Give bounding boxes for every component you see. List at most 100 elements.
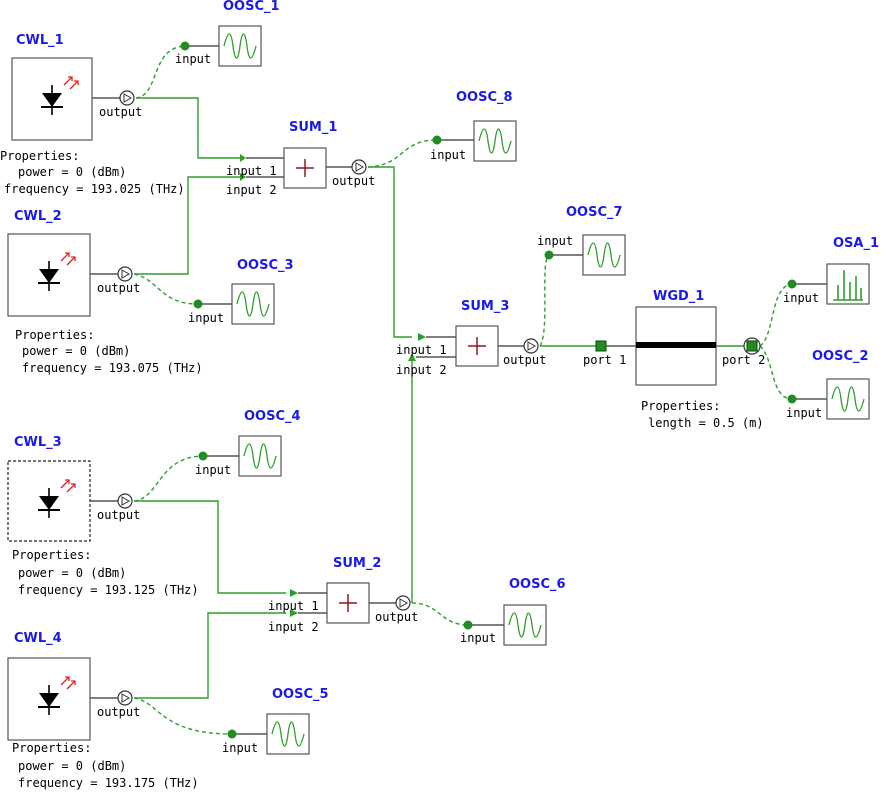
input-2-label: input 2 — [268, 620, 319, 634]
port-label: output — [97, 281, 140, 295]
laser-cwl-3[interactable]: CWL_3 output Properties: power = 0 (dBm)… — [7, 435, 199, 597]
input-2-label: input 2 — [226, 183, 277, 197]
input-port-dot[interactable] — [227, 729, 237, 739]
properties-header: Properties: — [641, 399, 720, 413]
scope-oosc-8[interactable]: OOSC_8 input — [430, 90, 517, 162]
wire-cwl3-sum2 — [134, 500, 286, 594]
scope-oosc-2[interactable]: OOSC_2 input — [786, 349, 870, 420]
scope-oosc-3[interactable]: OOSC_3 input — [188, 258, 294, 325]
laser-title: CWL_4 — [14, 631, 62, 646]
input-port-dot[interactable] — [180, 41, 190, 51]
input-port-dot[interactable] — [787, 394, 797, 404]
plus-icon — [296, 159, 314, 177]
laser-title: CWL_2 — [14, 209, 62, 224]
waveguide-wgd-1[interactable]: WGD_1 port 1 port 2 Properties: length =… — [583, 289, 765, 430]
input-port-dot[interactable] — [787, 279, 797, 289]
wire-cwl4-sum2 — [134, 612, 286, 699]
laser-cwl-4[interactable]: CWL_4 output Properties: power = 0 (dBm)… — [7, 631, 199, 790]
property-power: power = 0 (dBm) — [18, 165, 126, 179]
laser-cwl-1[interactable]: CWL_1 output Properties: power = 0 (dBm)… — [0, 33, 185, 196]
input-port-dot[interactable] — [432, 135, 442, 145]
property-frequency: frequency = 193.025 (THz) — [4, 182, 185, 196]
input-label: input — [783, 291, 819, 305]
sine-wave-icon — [478, 128, 512, 154]
wire-cwl1-sum1 — [136, 97, 240, 159]
sum-title: SUM_2 — [333, 556, 381, 571]
output-label: output — [332, 174, 375, 188]
input-port-dot[interactable] — [544, 250, 554, 260]
sine-wave-icon — [587, 242, 621, 268]
plus-icon — [468, 337, 486, 355]
input-port-dot[interactable] — [198, 451, 208, 461]
scope-box[interactable] — [238, 435, 282, 477]
waveguide-core-icon — [636, 342, 716, 348]
scope-title: OOSC_8 — [456, 90, 513, 105]
sum-box[interactable] — [283, 147, 327, 189]
analyzer-osa-1[interactable]: OSA_1 input — [783, 236, 879, 305]
analyzer-title: OSA_1 — [833, 236, 879, 251]
properties-header: Properties: — [15, 328, 94, 342]
property-frequency: frequency = 193.125 (THz) — [18, 583, 199, 597]
property-length: length = 0.5 (m) — [648, 416, 764, 430]
port-label: output — [99, 105, 142, 119]
output-port-icon[interactable] — [351, 159, 367, 175]
property-power: power = 0 (dBm) — [18, 566, 126, 580]
output-port-icon[interactable] — [117, 493, 133, 509]
sine-wave-icon — [831, 386, 865, 412]
properties-header: Properties: — [12, 741, 91, 755]
scope-oosc-4[interactable]: OOSC_4 input — [195, 409, 301, 477]
scope-oosc-7[interactable]: OOSC_7 input — [537, 205, 626, 276]
sum-block-2[interactable]: SUM_2 input 1 input 2 output — [268, 556, 418, 634]
scope-title: OOSC_7 — [566, 205, 623, 220]
port-label: output — [97, 508, 140, 522]
laser-title: CWL_3 — [14, 435, 62, 450]
output-port-icon[interactable] — [523, 338, 539, 354]
sum-block-1[interactable]: SUM_1 input 1 input 2 output — [226, 120, 375, 197]
input-port-dot[interactable] — [193, 299, 203, 309]
input-label: input — [188, 311, 224, 325]
wire-sum1-sum3 — [368, 166, 412, 338]
output-label: output — [375, 610, 418, 624]
laser-cwl-2[interactable]: CWL_2 output Properties: power = 0 (dBm)… — [7, 209, 203, 375]
scope-oosc-1[interactable]: OOSC_1 input — [175, 0, 280, 67]
sum-title: SUM_1 — [289, 120, 337, 135]
input-port-dot[interactable] — [463, 620, 473, 630]
sine-wave-icon — [508, 612, 542, 638]
scope-oosc-5[interactable]: OOSC_5 input — [222, 687, 329, 755]
output-port-icon[interactable] — [117, 690, 133, 706]
input-label: input — [786, 406, 822, 420]
scope-title: OOSC_1 — [223, 0, 280, 14]
property-frequency: frequency = 193.175 (THz) — [18, 776, 199, 790]
monitor-links — [133, 45, 793, 735]
scope-title: OOSC_2 — [812, 349, 869, 364]
wires — [134, 97, 746, 699]
sine-wave-icon — [243, 443, 277, 469]
scope-title: OOSC_4 — [244, 409, 301, 424]
spectrum-bars-icon — [833, 270, 863, 301]
input-label: input — [537, 234, 573, 248]
scope-title: OOSC_5 — [272, 687, 329, 702]
port-1-square[interactable] — [595, 340, 607, 352]
scope-oosc-6[interactable]: OOSC_6 input — [460, 577, 566, 646]
plus-icon — [339, 594, 357, 612]
properties-header: Properties: — [0, 149, 79, 163]
laser-title: CWL_1 — [16, 33, 64, 48]
input-label: input — [222, 741, 258, 755]
sum-title: SUM_3 — [461, 299, 509, 314]
sine-wave-icon — [236, 291, 270, 317]
input-label: input — [195, 463, 231, 477]
wire-cwl2-sum1 — [134, 176, 240, 275]
property-power: power = 0 (dBm) — [22, 344, 130, 358]
output-port-icon[interactable] — [119, 90, 135, 106]
sum-block-3[interactable]: SUM_3 input 1 input 2 output — [396, 299, 546, 377]
input-2-label: input 2 — [396, 363, 447, 377]
output-port-icon[interactable] — [395, 595, 411, 611]
scope-title: OOSC_3 — [237, 258, 294, 273]
scope-title: OOSC_6 — [509, 577, 566, 592]
analyzer-box[interactable] — [826, 263, 870, 305]
port-label: output — [97, 705, 140, 719]
input-label: input — [430, 148, 466, 162]
output-port-icon[interactable] — [117, 266, 133, 282]
sine-wave-icon — [271, 721, 305, 747]
